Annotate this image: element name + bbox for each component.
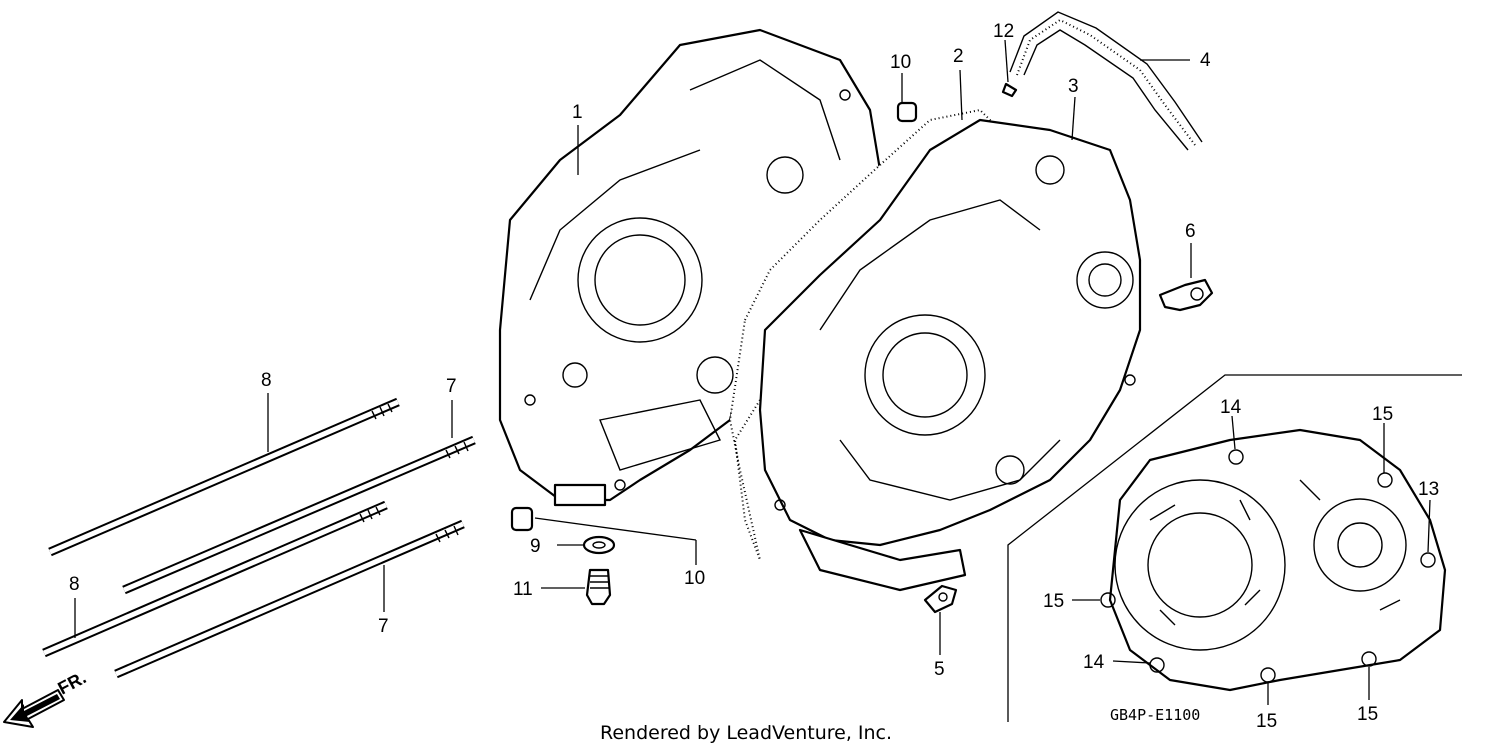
callout-7-upper: 7 (446, 376, 457, 397)
callout-14-lower: 14 (1083, 652, 1105, 673)
stud-bolt-7-lower (114, 519, 465, 679)
callout-labels: 1 2 3 4 5 6 7 7 8 8 9 10 10 11 12 13 14 … (69, 21, 1439, 732)
dowel-pin-upper (896, 101, 918, 123)
stud-bolt-8-lower (42, 500, 388, 658)
left-crankcase-half (498, 28, 882, 507)
callout-12: 12 (993, 21, 1014, 42)
stud-bolt-7-upper (122, 435, 476, 595)
callout-5: 5 (934, 659, 945, 680)
callout-15-bottom-right: 15 (1357, 704, 1378, 725)
inset-divider (1007, 374, 1462, 722)
diagram-code: GB4P-E1100 (1110, 706, 1200, 724)
sealing-washer (582, 535, 616, 555)
tube-clip (1001, 82, 1018, 98)
callout-14-upper: 14 (1220, 397, 1242, 418)
crankcase-face-inset (1100, 428, 1447, 692)
callout-9: 9 (530, 536, 541, 557)
stud-bolt-8-upper (48, 397, 400, 557)
callout-13: 13 (1418, 479, 1439, 500)
callout-15-left: 15 (1043, 591, 1064, 612)
breather-tube (1009, 11, 1203, 151)
clamp (1158, 278, 1214, 312)
leader-lines (74, 39, 1431, 705)
callout-10-lower: 10 (684, 568, 705, 589)
front-direction-arrow: FR. (3, 667, 89, 728)
callout-15-upper: 15 (1372, 404, 1393, 425)
callout-4: 4 (1200, 50, 1211, 71)
callout-7-lower: 7 (378, 616, 389, 637)
right-crankcase-half (758, 118, 1142, 592)
callout-8-upper: 8 (261, 370, 272, 391)
callout-2: 2 (953, 46, 964, 67)
callout-10-upper: 10 (890, 52, 911, 73)
drain-bolt (585, 568, 612, 606)
callout-11: 11 (513, 579, 533, 600)
render-credit: Rendered by LeadVenture, Inc. (600, 722, 892, 744)
dowel-pin-lower (510, 506, 534, 532)
callout-8-lower: 8 (69, 574, 80, 595)
callout-15-bottom-middle: 15 (1256, 711, 1277, 732)
callout-6: 6 (1185, 221, 1196, 242)
callout-1: 1 (572, 102, 583, 123)
small-clamp (923, 584, 958, 614)
callout-3: 3 (1068, 76, 1079, 97)
